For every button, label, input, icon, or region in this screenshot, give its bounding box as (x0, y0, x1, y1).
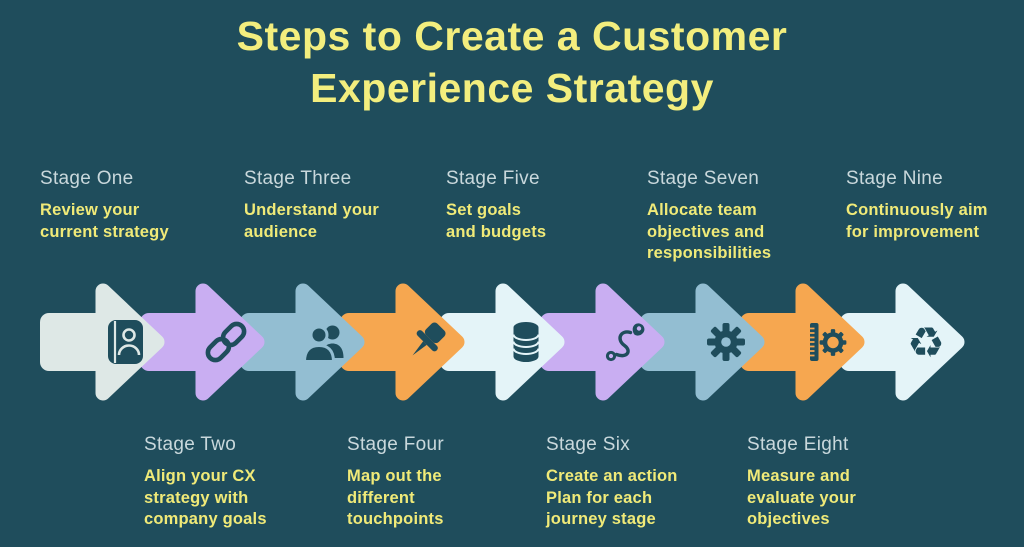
stage-arrow-3 (240, 283, 365, 401)
page-title-line2: Experience Strategy (310, 65, 714, 111)
stage-description: Review your current strategy (40, 201, 169, 241)
database-icon (512, 322, 540, 362)
stage-arrow-2 (140, 283, 265, 401)
stage-description: Measure and evaluate your objectives (747, 467, 856, 528)
users-icon (302, 325, 344, 363)
ruler-gear-icon (810, 323, 847, 361)
stage-arrow-9: ♻ (840, 283, 965, 401)
stage-arrow-7 (640, 283, 765, 401)
stage-description: Continuously aim for improvement (846, 201, 988, 241)
stage-name: Stage Seven (647, 168, 760, 189)
journey-route-icon (605, 323, 645, 362)
page-title: Steps to Create a Customer Experience St… (0, 10, 1024, 114)
stage-arrow-4 (340, 283, 465, 401)
stage-name: Stage Three (244, 168, 352, 189)
stage-name: Stage Five (446, 168, 540, 189)
stage-name: Stage One (40, 168, 134, 189)
stage-description: Map out the different touchpoints (347, 467, 444, 528)
pushpin-icon (412, 322, 446, 356)
recycle-icon: ♻ (907, 318, 945, 367)
stage-arrow-1 (40, 283, 165, 401)
stage-arrow-6 (540, 283, 665, 401)
stages-arrow-flow: ♻ (40, 283, 965, 401)
svg-text:♻: ♻ (907, 318, 945, 367)
stage-name: Stage Nine (846, 168, 944, 189)
stage-arrow-5 (440, 283, 565, 401)
stage-description: Understand your audience (244, 201, 380, 241)
stage-description: Set goals and budgets (446, 201, 547, 241)
contact-book-icon (108, 320, 143, 364)
stage-description: Allocate team objectives and responsibil… (647, 201, 772, 262)
chain-link-icon (205, 321, 247, 363)
gear-icon (707, 323, 745, 361)
stage-name: Stage Eight (747, 434, 849, 455)
stage-name: Stage Four (347, 434, 444, 455)
stage-name: Stage Two (144, 434, 237, 455)
stage-arrow-8 (740, 283, 865, 401)
page-title-line1: Steps to Create a Customer (236, 13, 788, 59)
stage-name: Stage Six (546, 434, 631, 455)
stage-description: Align your CX strategy with company goal… (144, 467, 267, 528)
stage-description: Create an action Plan for each journey s… (546, 467, 678, 528)
